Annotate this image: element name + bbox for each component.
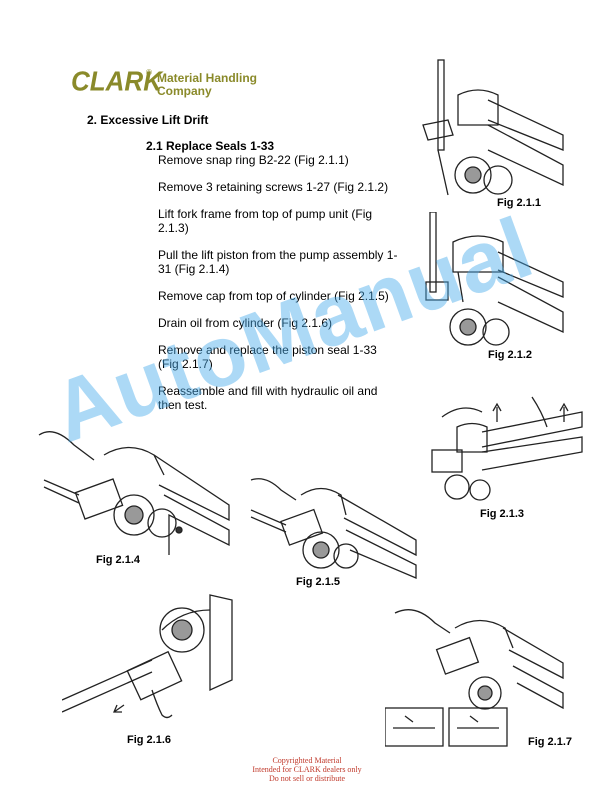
fig-2-1-5-label: Fig 2.1.5 xyxy=(296,576,341,588)
step-1: Remove snap ring B2-22 (Fig 2.1.1) xyxy=(158,153,349,167)
figure-2-1-5-illustration xyxy=(250,478,417,579)
logo-tagline-line1: Material Handling xyxy=(157,71,258,85)
registered-mark: ® xyxy=(146,68,152,77)
step-5: Remove cap from top of cylinder (Fig 2.1… xyxy=(158,289,389,303)
step-8: Reassemble and fill with hydraulic oil a… xyxy=(158,384,378,412)
fig-2-1-3-label: Fig 2.1.3 xyxy=(480,508,525,520)
copyright-line-3: Do not sell or distribute xyxy=(269,774,345,783)
fig-2-1-2-label: Fig 2.1.2 xyxy=(488,349,533,361)
fig-2-1-1-label: Fig 2.1.1 xyxy=(497,197,542,209)
figure-2-1-6-illustration xyxy=(62,594,233,719)
figure-2-1-1-illustration xyxy=(422,59,564,196)
copyright-notice: Copyrighted Material Intended for CLARK … xyxy=(200,756,414,783)
copyright-line-1: Copyrighted Material xyxy=(272,756,342,765)
fig-2-1-4-label: Fig 2.1.4 xyxy=(96,554,141,566)
fig-2-1-7-label: Fig 2.1.7 xyxy=(528,736,573,748)
step-3: Lift fork frame from top of pump unit (F… xyxy=(158,207,373,235)
step-6: Drain oil from cylinder (Fig 2.1.6) xyxy=(158,316,333,330)
fig-2-1-6-label: Fig 2.1.6 xyxy=(127,734,172,746)
figure-2-1-3-illustration xyxy=(431,396,583,501)
figure-2-1-2-illustration xyxy=(425,212,564,346)
section-title: 2. Excessive Lift Drift xyxy=(87,113,209,127)
figure-2-1-7-illustration xyxy=(385,609,564,747)
clark-logo: CLARK xyxy=(71,65,162,97)
step-4: Pull the lift piston from the pump assem… xyxy=(158,248,398,276)
figure-2-1-4-illustration xyxy=(38,431,230,555)
logo-tagline-line2: Company xyxy=(157,84,212,98)
subsection-title: 2.1 Replace Seals 1-33 xyxy=(146,139,275,153)
copyright-line-2: Intended for CLARK dealers only xyxy=(252,765,362,774)
step-2: Remove 3 retaining screws 1-27 (Fig 2.1.… xyxy=(158,180,389,194)
step-7: Remove and replace the piston seal 1-33 … xyxy=(158,343,377,371)
